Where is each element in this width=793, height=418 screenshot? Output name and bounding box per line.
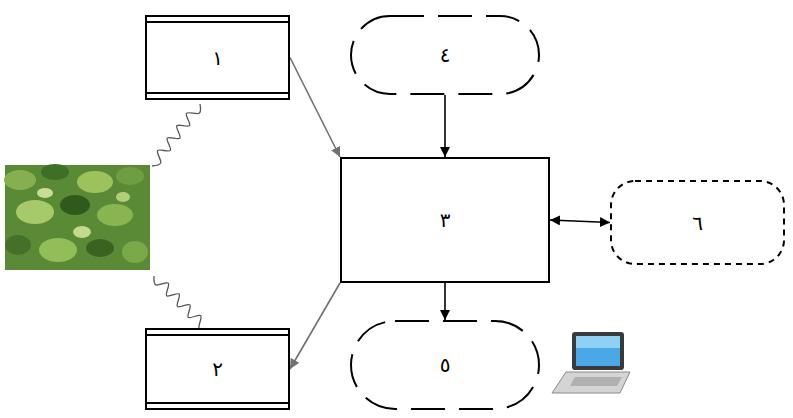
callout-number: ٦: [692, 211, 703, 235]
process-box: ٣: [340, 157, 550, 283]
callout-number: ١: [212, 46, 223, 70]
sensor-box: ٢: [145, 328, 290, 410]
flow-arrow: [550, 220, 610, 223]
callout-number: ٤: [440, 43, 451, 67]
signal-wave: [152, 104, 200, 166]
flow-arrow: [444, 95, 446, 157]
signal-wave: [154, 276, 208, 330]
terminal-box: ٥: [350, 320, 540, 410]
callout-number: ٢: [212, 357, 223, 381]
laptop-icon: [552, 332, 630, 393]
flow-arrow: [290, 283, 340, 369]
flow-arrow: [290, 58, 340, 158]
callout-number: ٥: [440, 353, 451, 377]
sensor-box: ١: [145, 15, 290, 100]
plant-photo: [4, 164, 150, 270]
flow-arrow: [444, 283, 446, 320]
callout-number: ٣: [440, 208, 451, 232]
terminal-box: ٦: [610, 180, 785, 265]
terminal-box: ٤: [350, 15, 540, 95]
